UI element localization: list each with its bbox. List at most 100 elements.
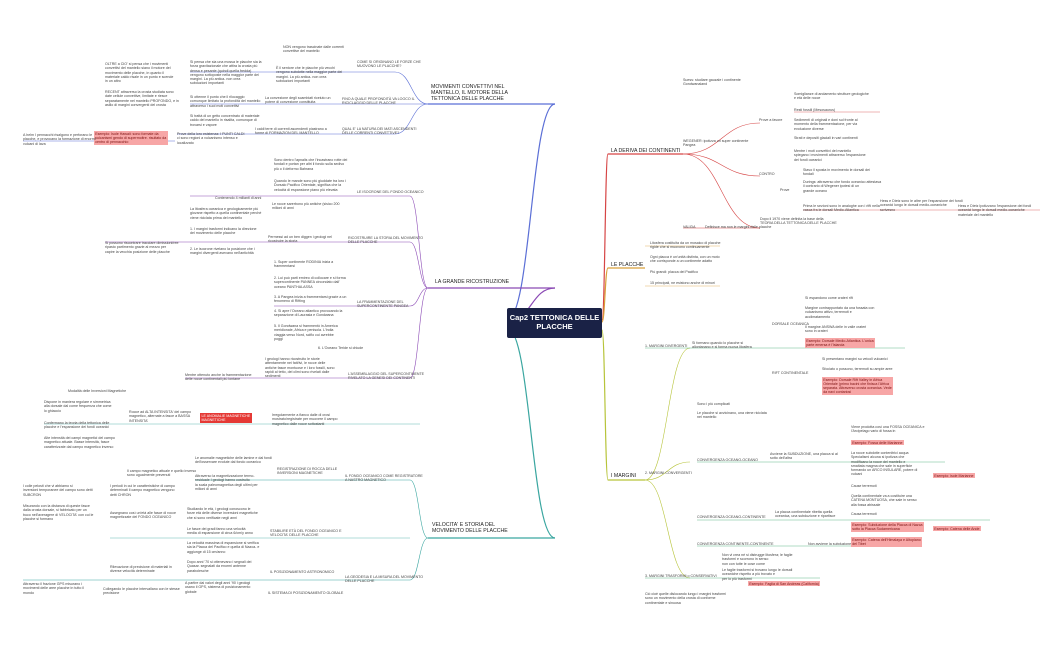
b6-trasformi[interactable]: 3. MARGINI TRASFORMI o CONSERVATIVI [645, 574, 717, 578]
b6-node[interactable]: Ciò cioè quelle dislocando lungo i margi… [645, 592, 727, 605]
b3-node[interactable]: I periodi in cui le caratteristiche di c… [110, 484, 175, 497]
b4-node[interactable]: Suess: studiare gauzale i continente Gon… [683, 78, 741, 87]
b3-node[interactable]: Collegando le placche intervallano con l… [103, 587, 180, 596]
b6-node[interactable]: Causa terremoti [851, 512, 877, 516]
b2-node[interactable]: Permessi ad un ben diggen i geologi nel … [268, 235, 332, 244]
b2-node[interactable]: 6. L'Oceano Teride si chiude [318, 346, 364, 350]
b1-node[interactable]: I caldi terre di correnti ascendenti pia… [255, 127, 327, 136]
b6-example-rift-valley[interactable]: Esempio: Dorsale Rift Valley in Africa O… [822, 377, 893, 396]
b5-node[interactable]: 15 principali, ne esistono anche di mino… [650, 281, 715, 285]
branch-velocita-storia[interactable]: VELOCITA' E STORIA DEL MOVIMENTO DELLE P… [432, 522, 508, 534]
b2-node[interactable]: I geologi hanno ricostruito le storie at… [265, 357, 335, 379]
b1-node[interactable]: NON vengono trascinate dalle correnti co… [283, 45, 344, 54]
b2-node[interactable]: 1. I margini trasformi indicano la direz… [190, 227, 257, 236]
b2-node[interactable]: 2. Lui può parti emireo di collocare e s… [274, 276, 346, 289]
b3-node[interactable]: Alte intensità dei campi magnetici del c… [44, 436, 115, 449]
b3-node[interactable]: IL POSIZIONAMENTO ASTRONOMICO [270, 570, 335, 574]
b2-node[interactable]: 3. A Pangea inizia a frammentarsi grazie… [274, 295, 347, 304]
b1-node[interactable]: A helm I pennacchi risalgono e perforano… [23, 133, 96, 146]
b3-node[interactable]: Confermano la teoria della tettonica del… [44, 421, 110, 430]
b5-node[interactable]: Più grandi: placca del Pacifico [650, 270, 698, 274]
b6-node[interactable]: La rocce subdotte contenitrici acqua Spe… [851, 451, 918, 477]
b6-node[interactable]: Le placche si avvicinano, una viene rici… [697, 411, 767, 420]
branch-margini[interactable]: I MARGINI [611, 473, 637, 479]
b6-node[interactable]: Sono i più complicati [697, 402, 730, 406]
b6-node[interactable]: Si espandono come crateri rift [805, 296, 853, 300]
b2-node[interactable]: LE ISOCRONE DEL FONDO OCEANICO [357, 190, 424, 194]
b3-node[interactable]: Irregolarmente a fianco dalle di crosi m… [272, 413, 338, 426]
b1-node[interactable]: È il sentore che le placche più vecchi v… [276, 66, 343, 83]
b1-node[interactable]: Si pensa che sia una mossa le placche si… [190, 60, 262, 86]
b4-node[interactable]: WEGENER: ipotizza un super continente Pa… [683, 139, 749, 148]
b4-node[interactable]: Strati e depositi glaciali in vari conti… [794, 136, 858, 140]
branch-grande-ricostruzione[interactable]: LA GRANDE RICOSTRUZIONE [435, 279, 510, 285]
b1-example-hawaii[interactable]: Esempio: Isole Hawaii: sono formate da v… [94, 131, 168, 146]
b6-node[interactable]: Avviene la SUBDUZIONE, una placca si al … [770, 452, 838, 461]
b6-node[interactable]: Il margine ANSWA delle in valle crateri … [805, 325, 867, 334]
b3-anomalie-magnetiche[interactable]: LE ANOMALIE MAGNETICHE MAGNETICHE [200, 413, 252, 424]
b6-node[interactable]: Sfociato o possono, terremoti su ampie a… [822, 367, 893, 371]
b3-node[interactable]: Assegnano così un'età alle fasce di rocc… [110, 511, 177, 520]
b4-node[interactable]: Hess e Dietz Ipotizzano l'espansione dei… [958, 204, 1032, 217]
b3-node[interactable]: Misurando con la distanza di queste fasc… [23, 504, 94, 521]
b4-node[interactable]: Durings: attraverso che fondo oceanico a… [803, 180, 882, 193]
b6-example-medio-atlantica[interactable]: Esempio: Dorsale Medio-Atlantica. L'unic… [805, 338, 875, 348]
b6-node[interactable]: Quella continentale va a costituire una … [851, 494, 917, 507]
b3-node[interactable]: IL FONDO OCEANICO COME REGISTRATORE A NA… [345, 474, 423, 483]
b2-node[interactable]: L'ASSEMBLAGGIO DEL SUPERCONTINENTE RIVEL… [348, 372, 425, 381]
b1-node[interactable]: RECENT attraverso la crosta studiata son… [105, 90, 179, 107]
b2-node[interactable]: Si possono riscontrare tracciare dimissi… [105, 241, 179, 254]
b4-node[interactable]: Definisce ma non le margini delle placch… [705, 225, 772, 229]
b4-node[interactable]: Prima le sezioni sono in analoghe con i … [803, 204, 880, 213]
b4-node[interactable]: Prove [780, 188, 790, 192]
b6-node[interactable]: Margine contrappuntato da una fossata co… [805, 306, 875, 319]
b1-node[interactable]: FINO A QUALE PROFONDITÀ VA LOOCO IL RICI… [342, 97, 415, 106]
b3-node[interactable]: Rilevazione di precisione di materiali i… [110, 565, 172, 574]
b2-node[interactable]: LA FRAMMENTAZIONE DEL SUPERCONTINENTE PA… [357, 300, 409, 309]
b3-node[interactable]: Rocce ad ALTA INTENSITA' del campo magne… [129, 410, 192, 423]
b2-node[interactable]: 2. Le isocrone rivelano la posizione che… [190, 247, 255, 256]
b2-node[interactable]: Mentre ottenuto anche la frammentazione … [185, 373, 252, 382]
b6-node[interactable]: Cause terremoti [851, 484, 877, 488]
b2-node[interactable]: Contenendo 4 milianti di anni [215, 196, 262, 200]
b4-node[interactable]: Stavo il sposta in movimento le dorsali … [803, 168, 870, 177]
b3-node[interactable]: Le anomalie magnetiche delle lamine e da… [195, 456, 272, 465]
b6-node[interactable]: RIFT CONTINENTALE [772, 371, 809, 375]
b1-node[interactable]: Si ottenne il punto che il rilocaggio co… [190, 95, 261, 108]
b2-node[interactable]: 5. Il Gondwana si frammentò in America m… [274, 324, 338, 341]
b5-node[interactable]: Litosfera costituita da un mosaico di pl… [650, 241, 721, 250]
b6-example-san-andreas[interactable]: Esempio: Faglia di San Andreas (Californ… [748, 581, 821, 587]
b6-node[interactable]: Si presentano margini su veicoli vulcani… [822, 357, 888, 361]
b4-node[interactable]: Mentre i moti convettivi del mantello sp… [794, 149, 866, 162]
b6-node[interactable]: CONVERGENZA OCEANO-OCEANO [697, 458, 758, 462]
branch-deriva-continenti[interactable]: LA DERIVA DEI CONTINENTI [611, 148, 681, 154]
b6-example-himalaya[interactable]: Esempio: Catena dell'Himalaya e Altopian… [851, 537, 922, 547]
b1-node[interactable]: La convezione degli scambiati riceiuto u… [265, 96, 331, 105]
b3-node[interactable]: LA GEODESIA E LA MISURA DEL MOVIMENTO DE… [345, 575, 424, 584]
branch-movimenti-convettivi[interactable]: MOVIMENTI CONVETTIVI NEL MANTELLO, IL MO… [431, 84, 508, 102]
b2-node[interactable]: Sono dentro l'apnalis che l'incastrano r… [274, 158, 348, 171]
b6-node[interactable]: Non vi crea né si distrugge litosfera; l… [722, 553, 793, 566]
b4-node[interactable]: VALIDA [683, 225, 696, 229]
b1-node[interactable]: QUAL E' LA NATURA DEI MATI ASCENDENTI DE… [342, 127, 417, 136]
b3-node[interactable]: Dopo anni '70 si ottenevano i segnali de… [187, 560, 252, 573]
b4-node[interactable]: Somiglianze di andamento strutture geolo… [794, 92, 869, 101]
b3-node[interactable]: I colle pelosti che vi abbiamo si invers… [23, 484, 93, 497]
b1-node[interactable]: COME SI ORIGINANO LE FORZE CHE MUOVONO L… [357, 60, 421, 69]
b3-node[interactable]: La velocità massima di espansione si ver… [187, 541, 260, 554]
b3-node[interactable]: STABILIRE ETÀ DEL FONDO OCEANICO E VELOC… [270, 529, 342, 538]
b2-node[interactable]: Quando le mande sono più giuddate tra lo… [274, 179, 346, 192]
b6-node[interactable]: CONVERGENZA CONTINENTE-CONTINENTE [697, 542, 774, 546]
b6-node[interactable]: Non avviene la subduzione [808, 542, 852, 546]
b2-node[interactable]: La litosfera oceanica e geologicamente p… [190, 207, 262, 220]
b6-example-marianne-fossa[interactable]: Esempio: Fossa delle Marianne [851, 440, 904, 446]
b5-node[interactable]: Ogni placca è un'unità distinta, con un … [650, 255, 720, 264]
b6-node[interactable]: Si formano quando lo placche si allontan… [692, 341, 752, 350]
b6-node[interactable]: DORSALE OCEANICA [772, 322, 809, 326]
b6-node[interactable]: Le faglie trasformi si trovano lungo le … [722, 568, 793, 581]
b1-node[interactable]: Si trattà di un getto concentrato di mat… [190, 114, 260, 127]
b3-node[interactable]: Modalità delle Inversioni Magnetiche [68, 389, 127, 393]
b3-node[interactable]: Dispone in maniera regolare e simmetrica… [44, 400, 112, 413]
b6-node[interactable]: La placca continentale ribetta quella oc… [775, 510, 836, 519]
b3-node[interactable]: Il campo magnetico attuale e quello inve… [127, 469, 197, 478]
